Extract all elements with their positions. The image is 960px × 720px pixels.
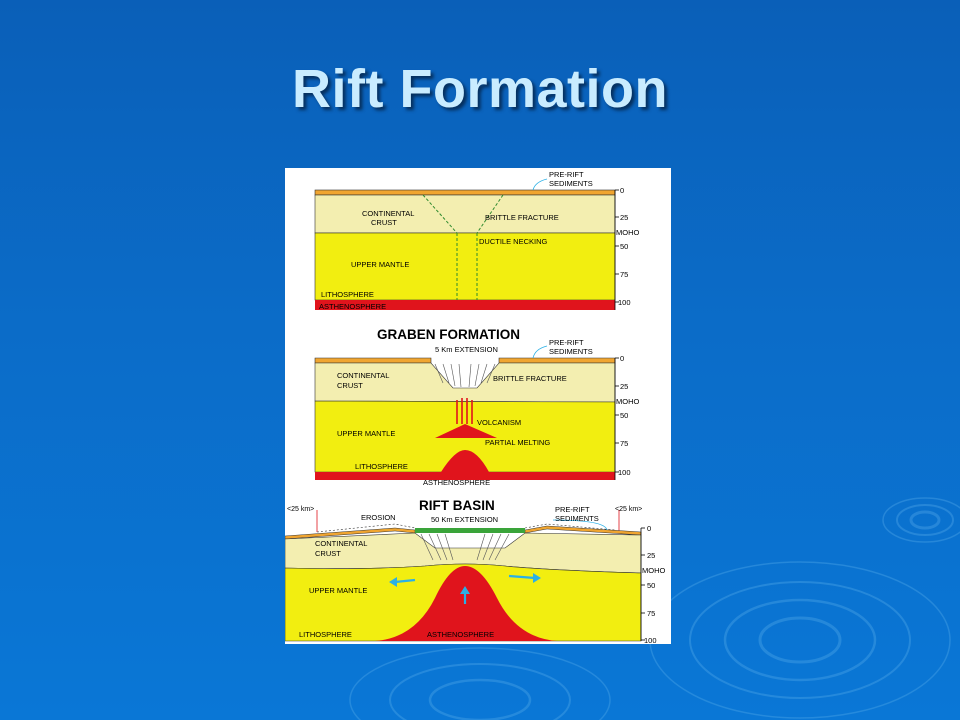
p2-asthenosphere-layer [315,450,615,480]
p1-brittle-label: BRITTLE FRACTURE [485,213,559,222]
rift-diagram-figure: PRE-RIFT SEDIMENTS CONTINENTAL CRUST BRI… [285,168,671,644]
p3-scale-0: 0 [647,524,651,533]
p1-sediments-label: SEDIMENTS [549,179,593,188]
p2-title: GRABEN FORMATION [377,327,520,342]
p2-pre-rift-label: PRE-RIFT [549,338,584,347]
p1-scale-moho: MOHO [616,228,639,237]
p1-depth-scale [614,189,619,310]
p1-pre-rift-label: PRE-RIFT [549,170,584,179]
p2-scale-50: 50 [620,411,628,420]
p2-lithosphere-label: LITHOSPHERE [355,462,408,471]
p2-brittle-label: BRITTLE FRACTURE [493,374,567,383]
p1-crust-label: CRUST [371,218,397,227]
p3-scale-100: 100 [644,636,657,644]
p1-continental-label: CONTINENTAL [362,209,414,218]
p3-erosion-label: EROSION [361,513,396,522]
p3-scale-75: 75 [647,609,655,618]
p2-upper-mantle-label: UPPER MANTLE [337,429,395,438]
p3-upper-mantle-label: UPPER MANTLE [309,586,367,595]
p2-depth-scale [614,357,619,480]
p3-scale-50: 50 [647,581,655,590]
p3-left-distance-label: <25 km> [287,506,314,513]
p1-crust-layer [314,194,616,234]
p3-extension-label: 50 Km EXTENSION [431,515,498,524]
panel-graben-formation: GRABEN FORMATION 5 Km EXTENSION PRE-RIFT… [314,327,639,487]
p2-scale-0: 0 [620,354,624,363]
p2-crust-label: CRUST [337,381,363,390]
slide-title: Rift Formation [292,59,668,119]
p3-distance-markers [316,510,620,532]
p2-scale-100: 100 [618,468,631,477]
p1-scale-75: 75 [620,270,628,279]
p1-upper-mantle-label: UPPER MANTLE [351,260,409,269]
p2-asthenosphere-label: ASTHENOSPHERE [423,478,490,487]
p1-scale-50: 50 [620,242,628,251]
p3-green-basin-fill [415,528,525,533]
p2-scale-75: 75 [620,439,628,448]
p1-scale-25: 25 [620,213,628,222]
p1-scale-100: 100 [618,298,631,307]
p1-callout-line [532,178,548,191]
p3-title: RIFT BASIN [419,498,495,513]
p3-scale-moho: MOHO [642,566,665,575]
p1-asthenosphere-layer [315,300,615,310]
p3-extension-arrows [389,573,541,604]
p2-volcanism-label: VOLCANISM [477,418,521,427]
panel-pre-rift: PRE-RIFT SEDIMENTS CONTINENTAL CRUST BRI… [314,170,639,311]
p2-scale-moho: MOHO [616,397,639,406]
p3-fault-lines [420,533,510,561]
p3-erosion-surface [316,523,616,533]
p3-callout-line [552,519,608,531]
p3-lithosphere-label: LITHOSPHERE [299,630,352,639]
p2-sediments-layer [314,357,616,364]
p2-continental-label: CONTINENTAL [337,371,389,380]
p3-right-distance-label: <25 km> [615,506,642,513]
p2-callout-line [532,345,548,359]
panel-rift-basin: RIFT BASIN 50 Km EXTENSION <25 km> <25 k… [285,498,665,644]
p3-scale-25: 25 [647,551,655,560]
p2-extension-label: 5 Km EXTENSION [435,345,498,354]
p2-sediments-label: SEDIMENTS [549,347,593,356]
p2-magma-dikes [456,398,473,424]
p3-sediments-label: SEDIMENTS [555,514,599,523]
rift-diagram-svg: PRE-RIFT SEDIMENTS CONTINENTAL CRUST BRI… [285,170,665,644]
p3-continental-label: CONTINENTAL [315,539,367,548]
p3-depth-scale [640,527,645,641]
p1-sediments-layer [314,189,616,196]
p3-asthenosphere-label: ASTHENOSPHERE [427,630,494,639]
p2-partial-melting-label: PARTIAL MELTING [485,438,550,447]
p1-scale-0: 0 [620,186,624,195]
p1-asthenosphere-label: ASTHENOSPHERE [319,302,386,311]
p2-fault-lines [434,363,496,388]
p3-crust-label: CRUST [315,549,341,558]
p3-pre-rift-label: PRE-RIFT [555,505,590,514]
p2-partial-melt-body [435,424,497,438]
p2-scale-25: 25 [620,382,628,391]
p1-mantle-layer [314,232,616,301]
p1-ductile-label: DUCTILE NECKING [479,237,548,246]
p1-necking-lines [422,194,504,300]
p1-lithosphere-label: LITHOSPHERE [321,290,374,299]
